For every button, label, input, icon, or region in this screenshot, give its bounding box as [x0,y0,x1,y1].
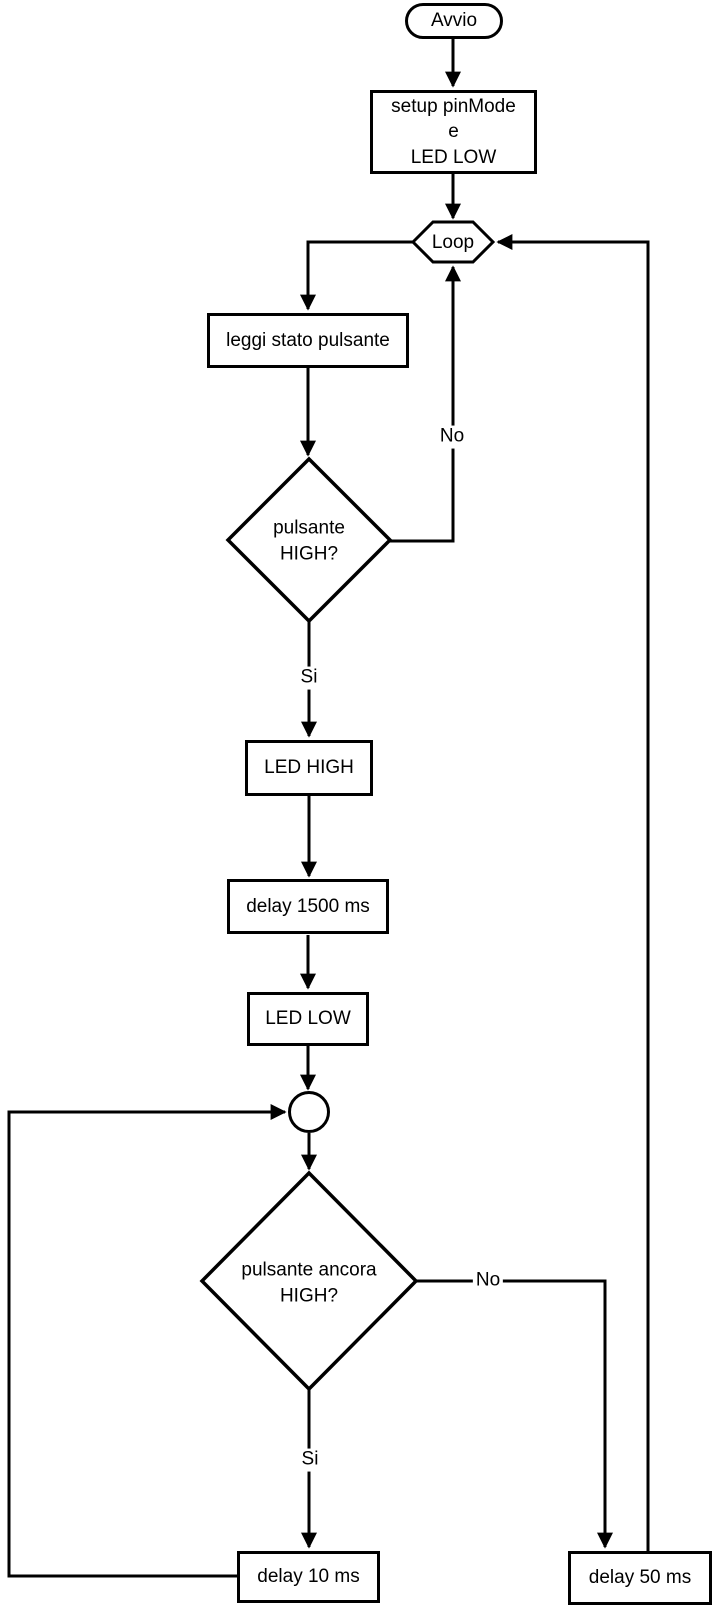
edge-decision1-no-to-loop [390,265,461,543]
button-high-decision-label: pulsante HIGH? [273,517,345,564]
edge-delay-10-back-to-junction [7,1104,287,1578]
delay-1500-label: delay 1500 ms [246,895,370,917]
delay-50-process-box: delay 50 ms [568,1551,712,1605]
edge-loop-to-read-button [300,240,413,311]
led-low-label: LED LOW [265,1008,351,1030]
read-button-process-box: leggi stato pulsante [207,313,409,368]
start-terminator: Avvio [405,3,503,39]
setup-process-box: setup pinMode e LED LOW [370,90,537,174]
edge-decision2-no-to-delay-50 [416,1279,613,1549]
edge-label-no-2: No [472,1269,504,1293]
button-still-high-decision-diamond [199,1170,419,1392]
start-label: Avvio [430,10,478,32]
edge-delay-50-back-to-loop [496,234,650,1551]
setup-label: setup pinMode e LED LOW [391,96,516,168]
loop-hexagon-label: Loop [431,232,475,254]
edge-label-si-1: Si [297,666,321,690]
led-low-process-box: LED LOW [247,992,369,1046]
delay-50-label: delay 50 ms [588,1567,692,1589]
button-high-decision-diamond [225,456,393,624]
delay-1500-process-box: delay 1500 ms [227,879,389,934]
edge-label-no-1: No [436,425,468,449]
delay-10-process-box: delay 10 ms [237,1551,380,1603]
loop-hexagon [410,220,496,264]
button-still-high-decision-label: pulsante ancora HIGH? [241,1259,377,1306]
delay-10-label: delay 10 ms [257,1566,360,1588]
junction-circle [288,1091,330,1133]
led-high-label: LED HIGH [264,757,354,779]
read-button-label: leggi stato pulsante [226,329,390,351]
edge-label-si-2: Si [298,1448,322,1472]
led-high-process-box: LED HIGH [245,740,373,796]
